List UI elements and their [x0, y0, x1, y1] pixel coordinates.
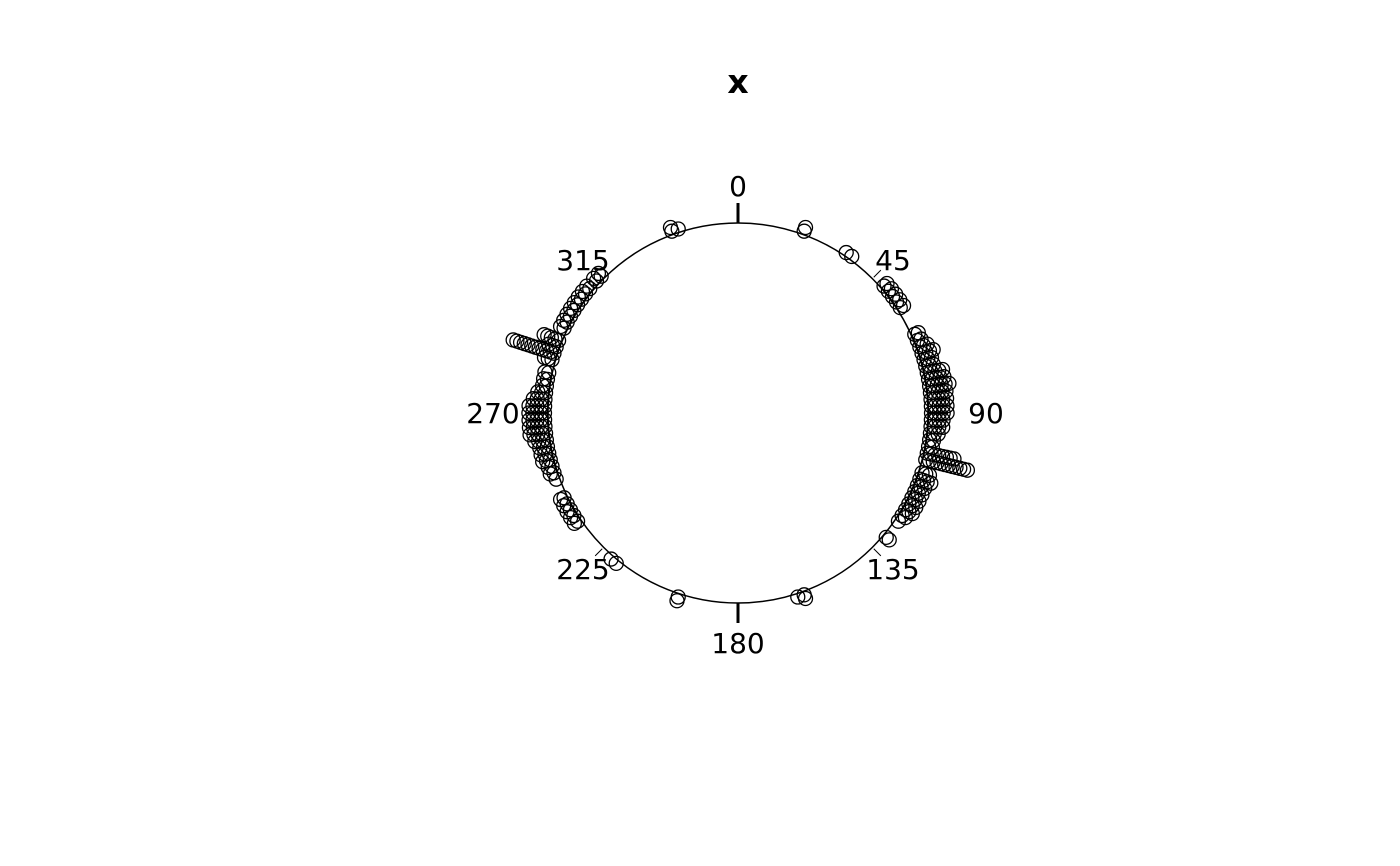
data-point — [556, 490, 572, 506]
data-point — [570, 289, 586, 305]
data-point — [921, 467, 938, 483]
data-point — [876, 278, 892, 294]
tick-label-90: 90 — [968, 397, 1004, 430]
tick-label-225: 225 — [556, 553, 609, 586]
data-point — [590, 265, 607, 282]
data-point — [536, 349, 553, 366]
data-point — [879, 275, 895, 292]
chart-title: x — [727, 62, 748, 101]
data-point — [552, 491, 569, 508]
tick-label-0: 0 — [729, 170, 747, 203]
data-point — [895, 297, 912, 314]
data-point — [585, 270, 602, 287]
tick-135 — [873, 548, 882, 557]
data-point — [535, 371, 552, 387]
data-point — [884, 288, 901, 305]
tick-label-315: 315 — [556, 244, 609, 277]
data-point — [959, 462, 976, 478]
data-point — [603, 551, 619, 567]
data-point — [881, 532, 897, 548]
data-point — [888, 286, 904, 302]
tick-225 — [594, 548, 603, 557]
data-point — [797, 590, 814, 607]
data-point — [925, 341, 941, 358]
data-point — [588, 273, 605, 289]
data-point — [505, 332, 521, 348]
data-point — [569, 297, 586, 313]
data-point — [883, 281, 900, 297]
data-point — [880, 283, 897, 299]
data-point — [790, 589, 806, 605]
data-point — [593, 268, 609, 284]
tick-label-270: 270 — [466, 397, 519, 430]
data-point — [844, 248, 860, 265]
data-point — [670, 221, 686, 237]
data-point — [897, 509, 914, 526]
unit-circle — [547, 222, 929, 604]
data-points — [505, 219, 976, 609]
tick-label-45: 45 — [875, 244, 911, 277]
data-point — [577, 286, 594, 302]
data-point — [669, 593, 685, 609]
data-point — [878, 529, 894, 546]
axis-tick-labels: 0 45 90 135 180 225 270 315 — [466, 170, 1004, 660]
data-point — [574, 283, 591, 300]
tick-45 — [873, 269, 882, 278]
data-point — [797, 219, 814, 236]
data-point — [536, 327, 552, 343]
data-point — [608, 555, 624, 572]
data-point — [892, 299, 908, 316]
data-point — [890, 513, 907, 529]
tick-label-180: 180 — [711, 627, 764, 660]
data-point — [838, 244, 854, 261]
data-point — [573, 291, 590, 307]
tick-label-135: 135 — [866, 553, 919, 586]
data-point — [662, 219, 679, 236]
